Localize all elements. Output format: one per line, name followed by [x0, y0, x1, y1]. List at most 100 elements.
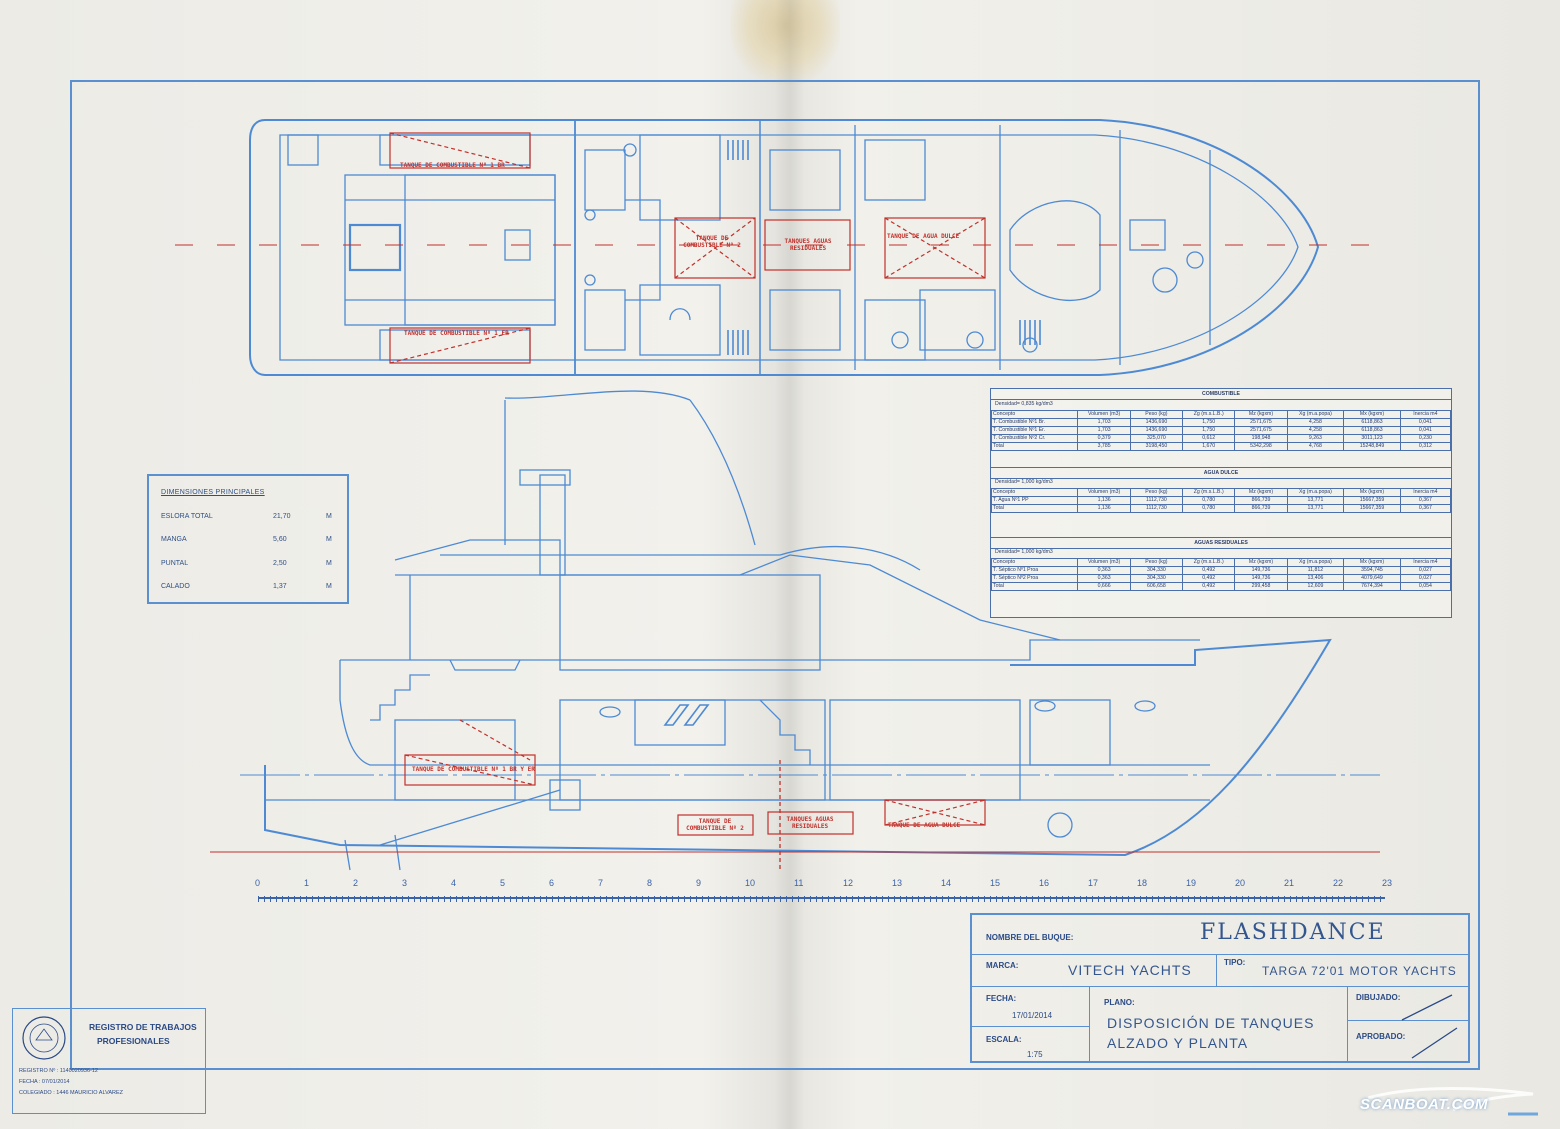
paper-stain [730, 0, 840, 85]
brand-label: MARCA: [986, 961, 1019, 970]
dimension-value: 21,70 [273, 513, 291, 520]
station-number: 7 [598, 878, 604, 888]
table-cell: 0,612 [1182, 434, 1236, 443]
watermark-wave-icon [1367, 1087, 1538, 1116]
station-number: 20 [1235, 878, 1246, 888]
station-ruler [258, 896, 1385, 902]
table-cell: 3594,745 [1343, 566, 1401, 575]
table-cell: 0,041 [1399, 426, 1452, 435]
station-number: 9 [696, 878, 702, 888]
table-cell: 13,771 [1286, 496, 1345, 505]
table-cell: 7674,394 [1343, 582, 1401, 591]
table-cell: Zg (m.s.L.B.) [1182, 410, 1236, 419]
stamp-line-1: REGISTRO DE TRABAJOS [89, 1022, 197, 1032]
dimension-value: 1,37 [273, 583, 287, 590]
type-label: TIPO: [1224, 958, 1246, 967]
table-cell: Peso (kg) [1129, 488, 1184, 497]
dimension-unit: M [326, 560, 332, 567]
station-number: 13 [892, 878, 903, 888]
table-cell: Mx (kgxm) [1343, 558, 1401, 567]
station-number: 0 [255, 878, 261, 888]
table-cell: Inercia m4 [1399, 488, 1452, 497]
water-density: Densidad= 1,000 kg/dm3 [995, 479, 1053, 485]
table-cell: 0,027 [1399, 574, 1452, 583]
table-cell: 1,703 [1077, 418, 1131, 427]
water-section-header: AGUA DULCE [991, 467, 1451, 479]
dimension-value: 2,50 [273, 560, 287, 567]
table-cell: Mx (kgxm) [1343, 410, 1401, 419]
table-cell: Peso (kg) [1129, 410, 1184, 419]
station-number: 10 [745, 878, 756, 888]
elev-fuel-tank-2-label: TANQUE DE COMBUSTIBLE Nº 2 [686, 818, 744, 832]
table-cell: Zg (m.s.L.B.) [1182, 558, 1236, 567]
plan-water-tank-label: TANQUE DE AGUA DULCE [887, 233, 960, 240]
table-cell: Xg (m.a.popa) [1286, 410, 1345, 419]
table-cell: 299,458 [1234, 582, 1288, 591]
table-cell: 0,780 [1182, 504, 1236, 513]
table-cell: 0,312 [1399, 442, 1452, 451]
table-cell: 0,363 [1077, 566, 1131, 575]
table-cell: 866,739 [1234, 504, 1288, 513]
table-cell: 606,658 [1129, 582, 1184, 591]
brand-value: VITECH YACHTS [1068, 962, 1192, 978]
station-number: 18 [1137, 878, 1148, 888]
table-cell: Concepto [990, 488, 1079, 497]
table-cell: 0,041 [1399, 418, 1452, 427]
date-value: 17/01/2014 [1012, 1011, 1053, 1020]
station-number: 23 [1382, 878, 1393, 888]
table-cell: 0,363 [1077, 574, 1131, 583]
table-cell: 3,785 [1077, 442, 1131, 451]
station-number: 8 [647, 878, 653, 888]
table-cell: Inercia m4 [1399, 558, 1452, 567]
table-cell: 0,054 [1399, 582, 1452, 591]
station-number: 15 [990, 878, 1001, 888]
table-cell: 1112,730 [1129, 496, 1184, 505]
table-cell: Total [990, 442, 1079, 451]
dimension-row: CALADO 1,37 M [161, 583, 341, 593]
plan-label: PLANO: [1104, 998, 1135, 1007]
table-cell: 1,750 [1182, 418, 1236, 427]
table-cell: 2571,675 [1234, 418, 1288, 427]
table-cell: 12,609 [1286, 582, 1345, 591]
scanboat-watermark: SCANBOAT.COM [1358, 1086, 1543, 1124]
plan-septic-tank-label: TANQUES AGUAS RESIDUALES [784, 238, 832, 252]
table-cell: 0,367 [1399, 504, 1452, 513]
table-cell: 2571,675 [1234, 426, 1288, 435]
elev-septic-tank-label: TANQUES AGUAS RESIDUALES [786, 816, 834, 830]
sewage-section-header: AGUAS RESIDUALES [991, 537, 1451, 549]
station-number: 5 [500, 878, 506, 888]
station-number: 19 [1186, 878, 1197, 888]
table-cell: Mz (kgxm) [1234, 558, 1288, 567]
drawing-frame [70, 80, 1480, 1070]
table-cell: 13,406 [1286, 574, 1345, 583]
plan-fuel-tank-1-label: TANQUE DE COMBUSTIBLE Nº 1 BR [400, 162, 505, 169]
station-number: 3 [402, 878, 408, 888]
dimension-unit: M [326, 583, 332, 590]
signature-marks [1401, 994, 1458, 1059]
station-number: 17 [1088, 878, 1099, 888]
table-cell: 325,070 [1129, 434, 1184, 443]
station-number: 6 [549, 878, 555, 888]
table-cell: T. Agua Nº1 PP [990, 496, 1079, 505]
elevation-hull [264, 638, 1332, 857]
table-cell: 149,736 [1234, 566, 1288, 575]
table-cell: Volumen (m3) [1077, 558, 1131, 567]
station-number: 12 [843, 878, 854, 888]
station-number: 2 [353, 878, 359, 888]
table-cell: 11,812 [1286, 566, 1345, 575]
station-number: 22 [1333, 878, 1344, 888]
paper-fold [775, 0, 805, 1129]
dimensions-title: DIMENSIONES PRINCIPALES [161, 489, 265, 496]
table-cell: 0,492 [1182, 582, 1236, 591]
table-cell: Peso (kg) [1129, 558, 1184, 567]
station-number: 4 [451, 878, 457, 888]
date-label: FECHA: [986, 994, 1017, 1003]
table-cell: 15248,849 [1343, 442, 1401, 451]
table-cell: 6118,863 [1343, 418, 1401, 427]
